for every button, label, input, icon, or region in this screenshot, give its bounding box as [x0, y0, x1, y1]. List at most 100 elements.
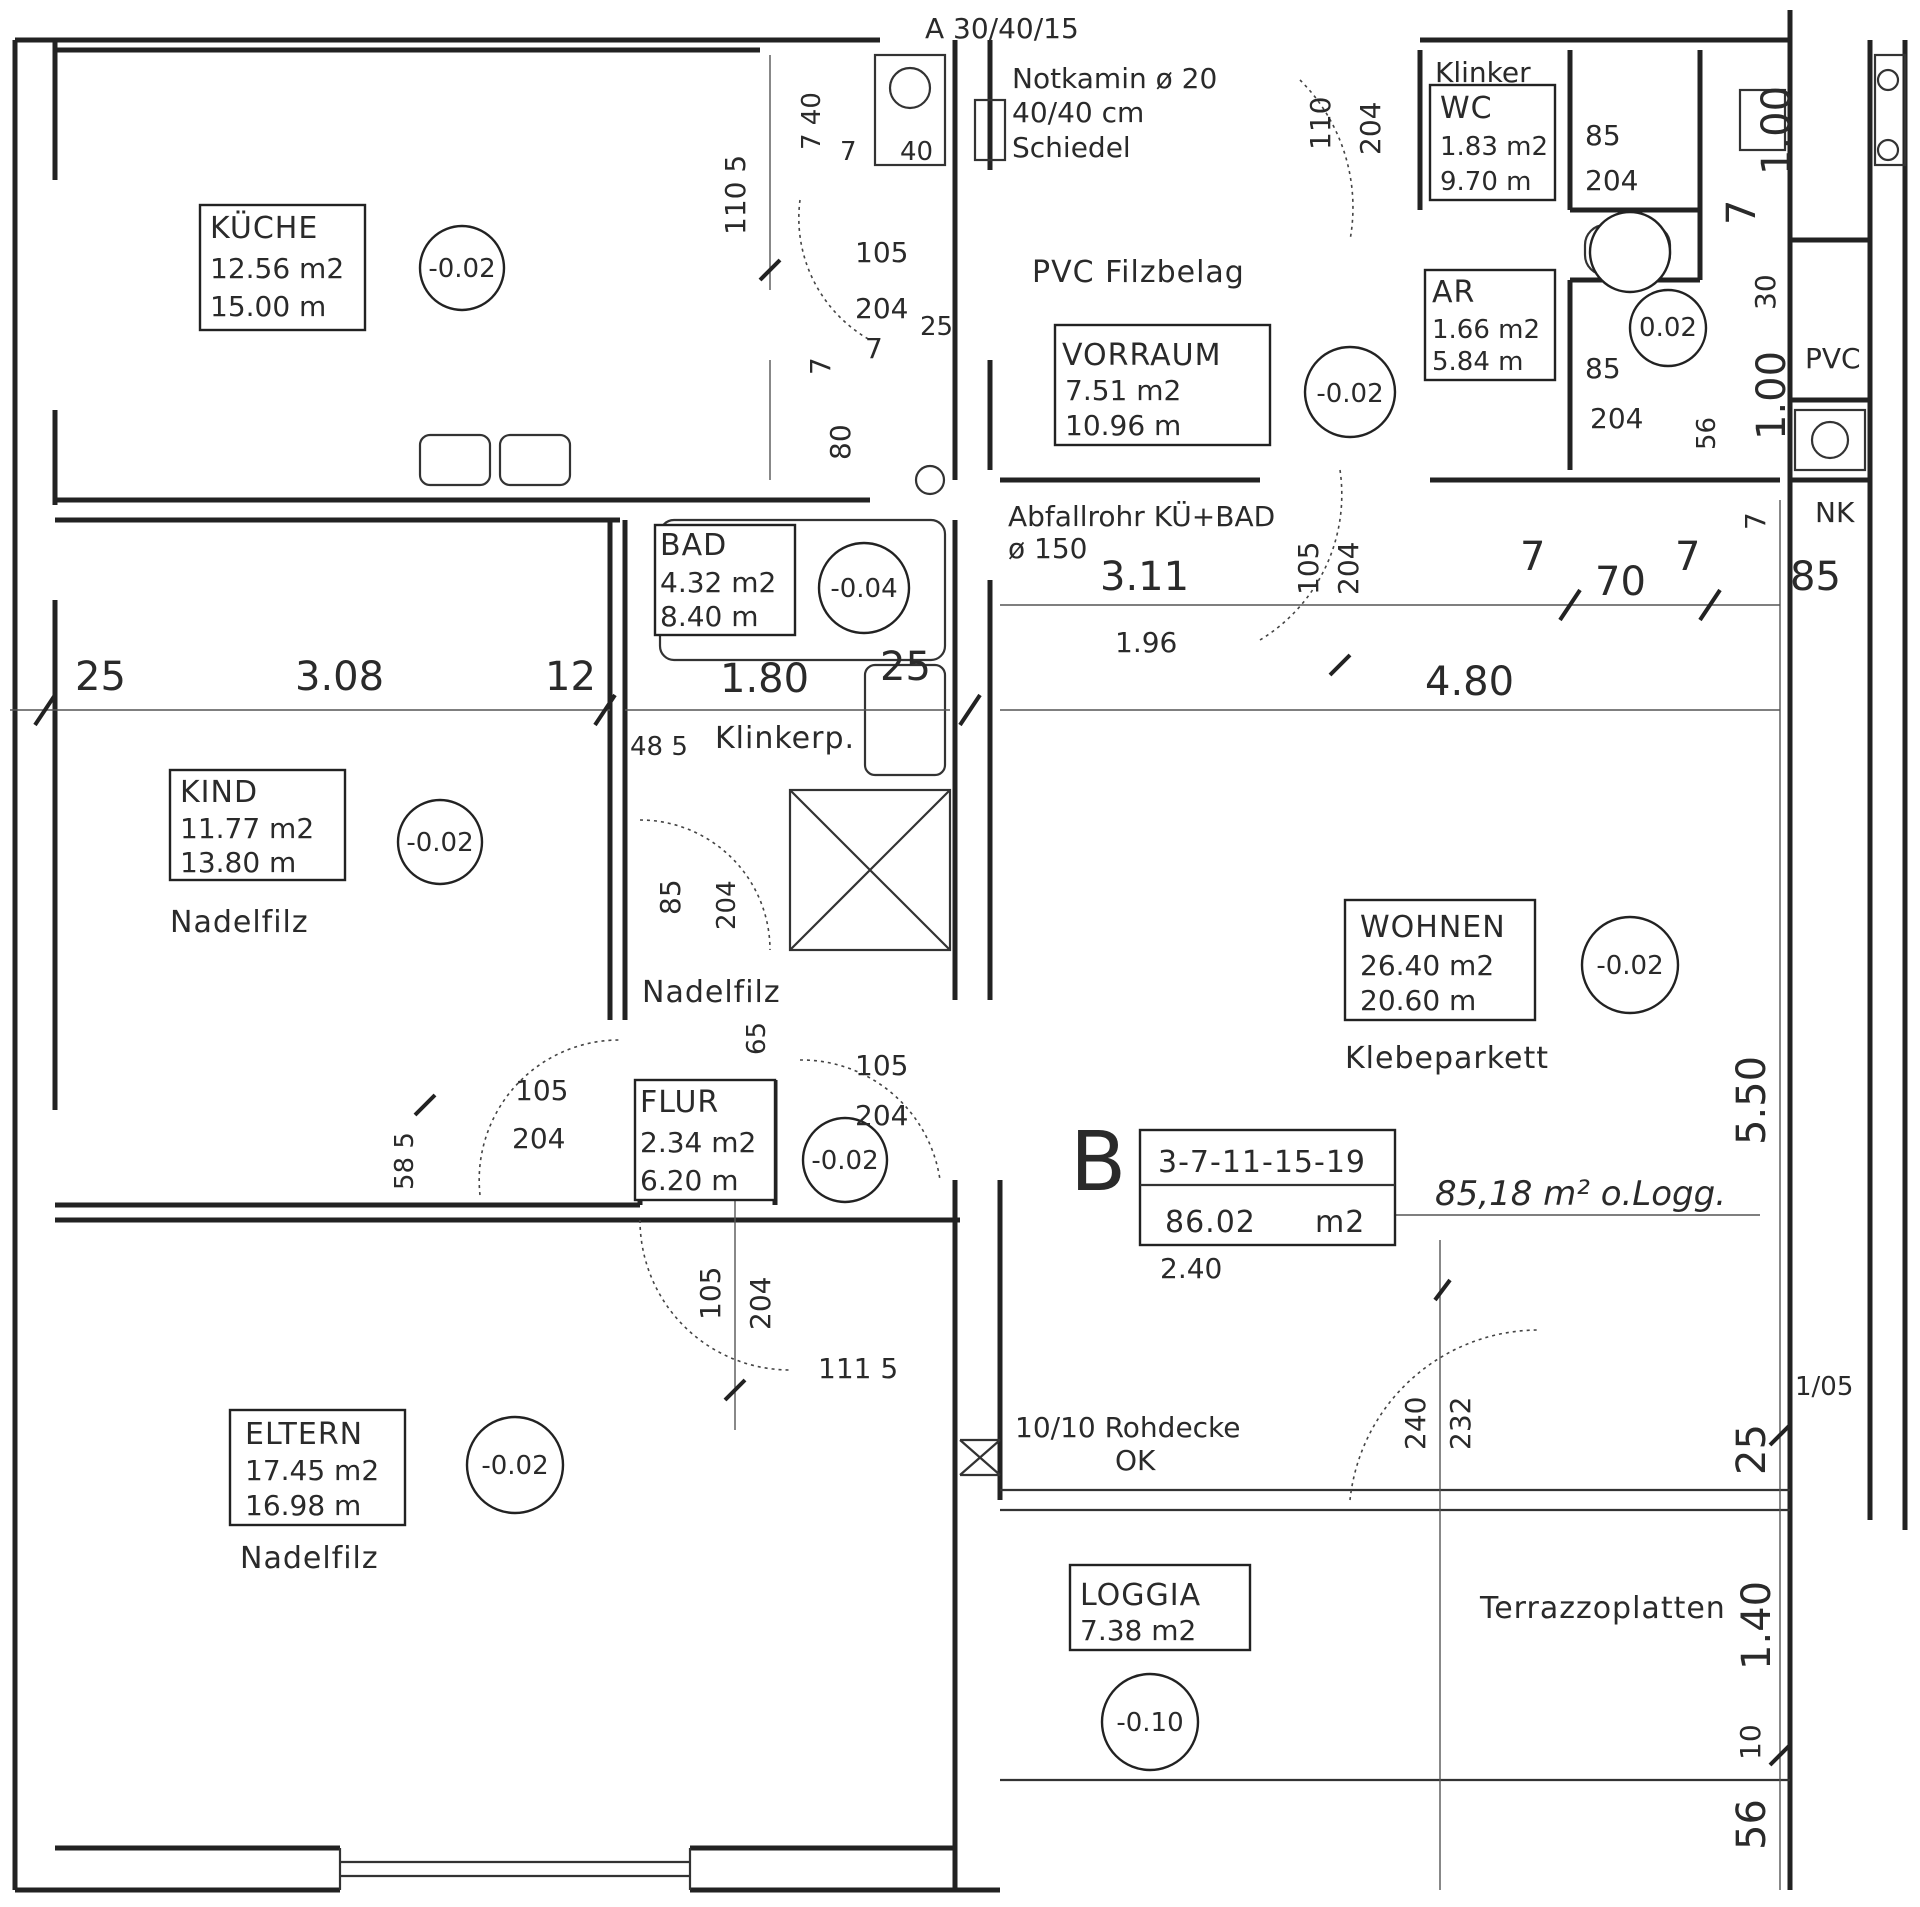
- level-circle-vorraum: [1303, 345, 1397, 439]
- level-circle-eltern: [465, 1415, 565, 1515]
- flur-floor: Nadelfilz: [642, 975, 781, 1010]
- kueche-area: 12.56 m2: [210, 252, 344, 285]
- dim-80: 80: [824, 424, 857, 460]
- ar-level: 0.02: [1639, 313, 1697, 343]
- wohnen-floor: Klebeparkett: [1345, 1041, 1549, 1076]
- tick: [1768, 1743, 1792, 1767]
- dim-65: 65: [742, 1022, 772, 1055]
- door-swing-loggia: [1349, 1329, 1541, 1501]
- dim-7-40: 7: [840, 137, 857, 167]
- vorraum-name: VORRAUM: [1062, 338, 1221, 373]
- loggia-floor: Terrazzoplatten: [1479, 1591, 1726, 1626]
- wall-kitchen-vorraum: [952, 40, 993, 480]
- bad-name: BAD: [660, 528, 727, 563]
- wohnen-area: 26.40 m2: [1360, 949, 1494, 982]
- dim-25a: 25: [75, 654, 126, 700]
- dim-105b: 105: [1292, 542, 1325, 595]
- tick: [1698, 588, 1722, 622]
- pvc-fixture-circle-2: [1876, 138, 1900, 162]
- kind-level: -0.02: [406, 828, 473, 858]
- chimney-1-flue: [888, 66, 932, 110]
- eltern-perimeter: 16.98 m: [245, 1489, 361, 1522]
- dim-204a: 204: [855, 292, 908, 325]
- dim-85a: 85: [1790, 554, 1841, 600]
- loggia-area: 7.38 m2: [1080, 1614, 1196, 1647]
- vorraum-level: -0.02: [1316, 379, 1383, 409]
- label-box-kueche: [198, 203, 367, 332]
- nk-drain: [1810, 420, 1850, 460]
- eltern-name: ELTERN: [245, 1417, 363, 1452]
- level-circle-kind: [396, 798, 484, 886]
- door-swing-bad-vorraum: [1259, 469, 1343, 641]
- note-nk: NK: [1815, 496, 1855, 529]
- level-circle-flur: [801, 1116, 889, 1204]
- dim-585: 58 5: [390, 1132, 420, 1190]
- dim-740: 7 40: [797, 92, 827, 150]
- dim-204b: 204: [1354, 102, 1387, 155]
- dim-7c: 7: [865, 332, 883, 365]
- tick: [1768, 1423, 1792, 1447]
- waste-pipe: [914, 464, 946, 496]
- dim-7f: 7: [1739, 512, 1772, 530]
- stove-right: [498, 433, 572, 487]
- dim-25c: 25: [920, 312, 953, 342]
- unit-handwritten-note: 85,18 m² o.Logg.: [1435, 1174, 1726, 1214]
- kind-area: 11.77 m2: [180, 812, 314, 845]
- dim-180: 1.80: [720, 656, 809, 702]
- label-box-kind: [168, 768, 347, 882]
- ar-name: AR: [1432, 275, 1475, 310]
- dim-56b: 56: [1729, 1799, 1775, 1850]
- wohnen-level: -0.02: [1596, 951, 1663, 981]
- level-circle-wc: [1588, 210, 1672, 294]
- dim-25b: 25: [880, 644, 931, 690]
- level-circle-bad: [817, 541, 911, 635]
- tick: [1558, 588, 1582, 622]
- dim-240: 240: [1399, 1397, 1432, 1450]
- dim-100a: 1.00: [1754, 86, 1800, 175]
- wall-kind-bad: [607, 520, 628, 1020]
- dim-85d: 85: [654, 879, 687, 915]
- note-notkamin-2: 40/40 cm: [1012, 96, 1144, 129]
- door-swing-kitchen: [798, 199, 871, 341]
- pvc-fixture-top: [1873, 53, 1907, 167]
- dim-7e: 7: [1719, 200, 1765, 225]
- dim-311: 3.11: [1100, 554, 1189, 600]
- bad-perimeter: 8.40 m: [660, 600, 759, 633]
- shaft-marker: [959, 1438, 1001, 1477]
- wc-name: WC: [1440, 91, 1493, 126]
- unit-block: B 3-7-11-15-19 86.02 m2 2.40 85,18 m² o.…: [1070, 1115, 1726, 1285]
- dim-204h: 204: [855, 1099, 908, 1132]
- tick: [958, 693, 982, 727]
- wall-eltern-wohnen: [952, 1180, 1003, 1890]
- flur-perimeter: 6.20 m: [640, 1164, 739, 1197]
- tick: [1433, 1278, 1452, 1302]
- note-klinker: Klinker: [1435, 56, 1531, 89]
- shower-cross: [789, 789, 951, 951]
- dim-40: 40: [900, 137, 933, 167]
- label-box-vorraum: [1053, 323, 1272, 447]
- note-pvc-filz: PVC Filzbelag: [1032, 255, 1245, 290]
- level-markers: [396, 210, 1708, 1772]
- dim-70: 70: [1595, 559, 1646, 605]
- dim-25d: 25: [1729, 1424, 1775, 1475]
- dim-105f: 1/05: [1795, 1372, 1853, 1402]
- door-swing-kind: [478, 1039, 621, 1196]
- loggia-edge: [1000, 1488, 1790, 1512]
- door-swing-flur: [799, 1059, 941, 1181]
- note-abfall-1: Abfallrohr KÜ+BAD: [1008, 499, 1275, 533]
- dim-204e: 204: [1332, 542, 1365, 595]
- note-rohdecke: 10/10 Rohdecke: [1015, 1411, 1241, 1444]
- tick: [723, 1378, 747, 1402]
- dim-308: 3.08: [295, 654, 384, 700]
- door-swing-vorraum: [1299, 79, 1354, 241]
- unit-area-label: m2: [1315, 1205, 1365, 1240]
- level-circle-loggia: [1100, 1672, 1200, 1772]
- dim-480: 4.80: [1425, 659, 1514, 705]
- dim-232: 232: [1444, 1397, 1477, 1450]
- level-circle-wohnen: [1580, 915, 1680, 1015]
- dim-56a: 56: [1692, 417, 1722, 450]
- flur-name: FLUR: [640, 1085, 719, 1120]
- dim-30: 30: [1749, 274, 1782, 310]
- bad-area: 4.32 m2: [660, 566, 776, 599]
- flur-area: 2.34 m2: [640, 1126, 756, 1159]
